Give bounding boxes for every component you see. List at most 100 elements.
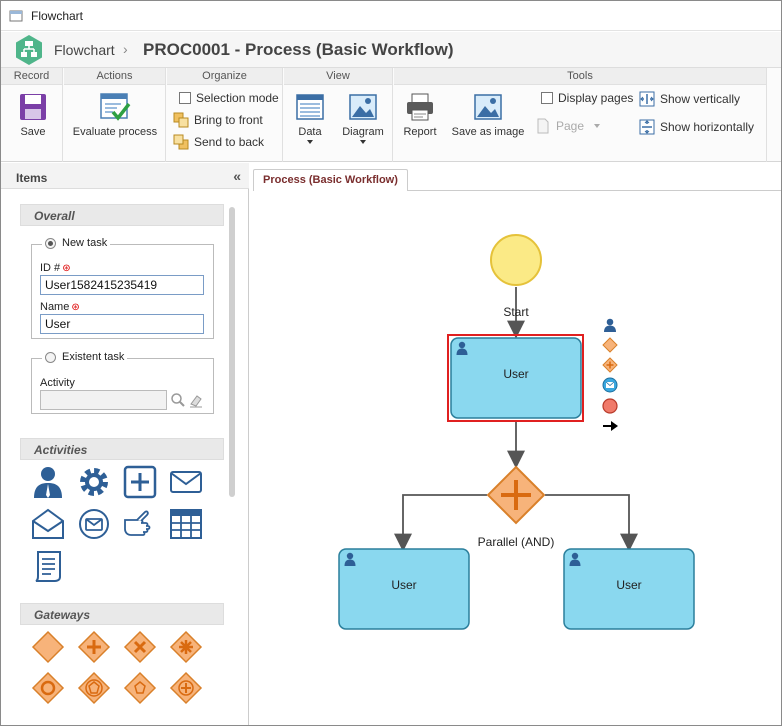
save-button[interactable]: Save <box>11 92 55 138</box>
collapse-panel-icon[interactable]: « <box>233 168 241 184</box>
complex-gateway-icon[interactable] <box>169 630 203 664</box>
quick-add-parallel-gateway-icon[interactable] <box>602 357 618 373</box>
diagram-canvas[interactable]: Start User <box>253 191 781 725</box>
radio-button <box>45 351 56 363</box>
clear-eraser-icon[interactable] <box>188 392 204 408</box>
selection-mode-checkbox[interactable]: Selection mode <box>179 91 279 105</box>
breadcrumb-separator: › <box>123 41 128 57</box>
parallel-gateway[interactable] <box>486 465 546 525</box>
items-panel-title: Items <box>16 171 48 185</box>
bring-to-front-icon <box>173 112 189 128</box>
page-dropdown[interactable]: Page <box>535 118 601 134</box>
items-panel: Items « Overall New task ID #⊛ User15824… <box>1 163 249 725</box>
task-user-left[interactable] <box>338 548 470 630</box>
id-label-text: ID # <box>40 262 61 274</box>
window-app-icon <box>9 10 23 22</box>
report-label: Report <box>403 126 437 138</box>
ribbon-group-record: Record Save <box>1 68 63 162</box>
envelope-icon[interactable] <box>169 465 203 499</box>
panel-scrollbar[interactable] <box>229 207 235 497</box>
save-as-image-button[interactable]: Save as image <box>450 92 526 138</box>
task-user-right[interactable] <box>563 548 695 630</box>
parallel-event-gateway-icon[interactable] <box>169 671 203 705</box>
quick-add-gateway-icon[interactable] <box>602 337 618 353</box>
xor-gateway-icon[interactable] <box>123 630 157 664</box>
page-icon <box>537 118 549 134</box>
caret-down-icon <box>307 140 313 144</box>
tab-process-basic-workflow[interactable]: Process (Basic Workflow) <box>253 169 408 192</box>
exclusive-gateway-icon[interactable] <box>31 630 65 664</box>
task-user-right-label: User <box>616 578 641 592</box>
existent-task-fieldset: Existent task Activity <box>31 351 214 414</box>
section-title: Overall <box>34 209 75 223</box>
section-title: Activities <box>34 443 88 457</box>
page-label: Page <box>556 119 585 133</box>
toolbar-ribbon: Record Save Actions Evaluate <box>1 68 781 162</box>
report-button[interactable]: Report <box>400 92 440 138</box>
evaluate-process-label: Evaluate process <box>72 126 158 138</box>
id-input[interactable]: User1582415235419 <box>40 275 204 295</box>
send-to-back-button[interactable]: Send to back <box>173 134 264 150</box>
new-task-fieldset: New task ID #⊛ User1582415235419 Name ⊛ U… <box>31 237 214 339</box>
floppy-disk-icon <box>20 94 46 120</box>
subprocess-plus-icon[interactable] <box>123 465 157 499</box>
user-icon <box>456 341 468 355</box>
flow-gateway-to-right-task[interactable] <box>545 494 638 552</box>
flow-gateway-to-left-task[interactable] <box>394 494 487 552</box>
user-task-icon[interactable] <box>31 465 65 499</box>
table-icon[interactable] <box>169 507 203 541</box>
user-icon <box>569 552 581 566</box>
diagram-dropdown-button[interactable]: Diagram <box>338 92 388 144</box>
bring-to-front-button[interactable]: Bring to front <box>173 112 263 128</box>
bring-to-front-label: Bring to front <box>194 113 263 127</box>
checkbox-box <box>541 92 553 104</box>
display-pages-checkbox[interactable]: Display pages <box>541 91 633 105</box>
selection-mode-label: Selection mode <box>196 91 279 105</box>
message-circle-icon[interactable] <box>77 507 111 541</box>
user-icon <box>344 552 356 566</box>
show-horizontally-button[interactable]: Show horizontally <box>639 119 754 135</box>
search-icon[interactable] <box>170 392 186 408</box>
new-task-radio[interactable]: New task <box>42 237 111 249</box>
diagram-svg: Start User <box>338 234 695 630</box>
quick-add-end-event-icon[interactable] <box>602 398 618 414</box>
id-label: ID #⊛ <box>40 262 71 274</box>
start-event[interactable] <box>490 234 542 286</box>
evaluate-process-button[interactable]: Evaluate process <box>68 92 162 138</box>
quick-add-connector-arrow-icon[interactable] <box>603 421 618 431</box>
data-dropdown-button[interactable]: Data <box>290 92 330 144</box>
task-user-top-label: User <box>503 367 528 381</box>
ribbon-group-actions: Actions Evaluate process <box>64 68 166 162</box>
start-event-label: Start <box>503 305 529 319</box>
checkbox-box <box>179 92 191 104</box>
ribbon-group-tools: Tools Report Save as image <box>394 68 767 162</box>
breadcrumb[interactable]: Flowchart <box>54 42 115 58</box>
send-to-back-icon <box>173 134 189 150</box>
data-label: Data <box>298 126 322 138</box>
task-user-top[interactable] <box>450 337 582 419</box>
caret-down-icon <box>594 124 601 128</box>
page-header: Flowchart › PROC0001 - Process (Basic Wo… <box>1 32 781 68</box>
event-gateway-icon[interactable] <box>77 671 111 705</box>
activity-label: Activity <box>40 377 75 389</box>
quick-add-user-task-icon[interactable] <box>604 318 616 332</box>
inclusive-gateway-icon[interactable] <box>31 671 65 705</box>
open-envelope-icon[interactable] <box>31 507 65 541</box>
ribbon-group-title: Actions <box>64 68 165 85</box>
script-scroll-icon[interactable] <box>31 549 65 583</box>
show-horizontally-label: Show horizontally <box>660 120 755 134</box>
existent-task-radio[interactable]: Existent task <box>42 351 128 363</box>
name-input[interactable]: User <box>40 314 204 334</box>
name-label-text: Name <box>40 301 70 313</box>
gear-icon[interactable] <box>77 465 111 499</box>
exclusive-event-gateway-icon[interactable] <box>123 671 157 705</box>
activity-input[interactable] <box>40 390 167 410</box>
new-task-label: New task <box>62 237 108 249</box>
manual-hand-icon[interactable] <box>123 507 157 541</box>
parallel-gateway-icon[interactable] <box>77 630 111 664</box>
show-vertically-button[interactable]: Show vertically <box>639 91 740 107</box>
show-vertically-icon <box>639 91 655 107</box>
quick-add-message-event-icon[interactable] <box>602 377 618 393</box>
required-icon: ⊛ <box>62 263 71 274</box>
